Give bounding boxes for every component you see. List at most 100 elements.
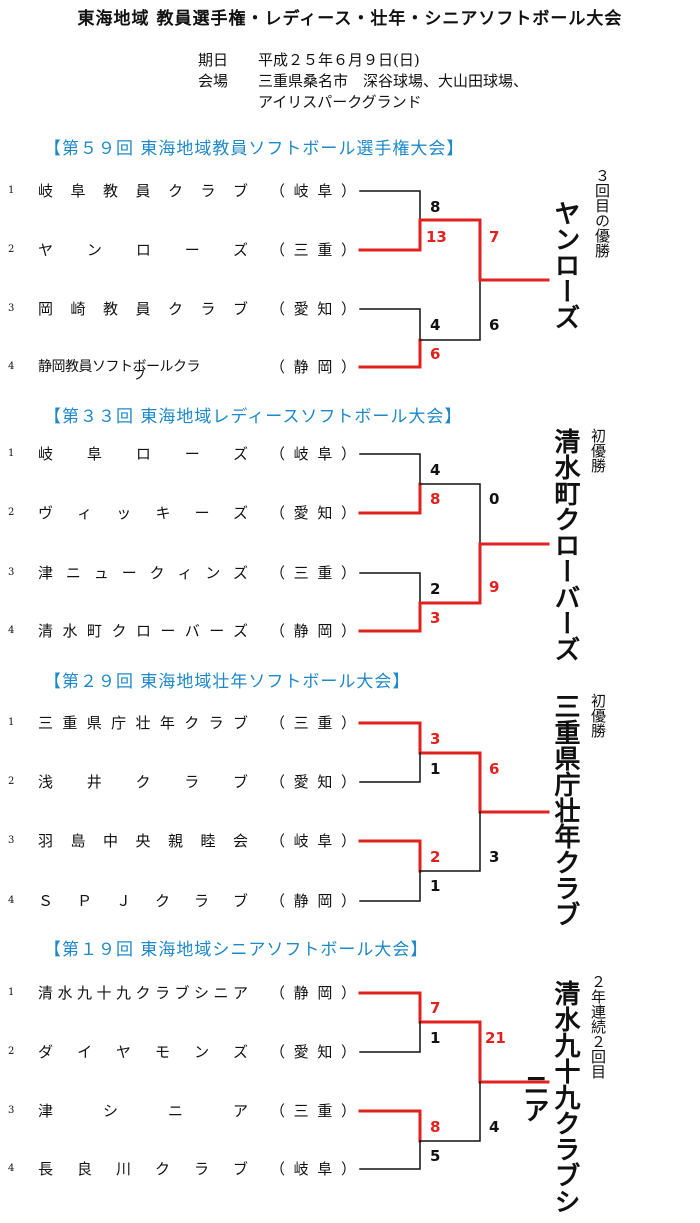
score-winner: 8 [430, 1118, 441, 1136]
score: 1 [430, 1029, 441, 1047]
score: 0 [489, 490, 500, 508]
champion-note: 初優勝 [589, 693, 607, 738]
date-row: 期日 平成２５年６月９日(日) [198, 50, 528, 71]
tournament-heading: 【第１９回 東海地域シニアソフトボール大会】 [44, 940, 429, 960]
team-prefecture: （三重） [270, 714, 356, 732]
team-prefecture: （静岡） [270, 622, 356, 640]
tournament-heading: 【第５９回 東海地域教員ソフトボール選手権大会】 [44, 139, 465, 159]
team-prefecture: （愛知） [270, 504, 356, 522]
score-winner: 7 [489, 228, 500, 246]
team-name: 長良川クラブ [38, 1160, 248, 1178]
bracket-line [358, 721, 550, 814]
team-prefecture: （静岡） [270, 984, 356, 1002]
score: 8 [430, 198, 441, 216]
bracket-line [359, 870, 421, 902]
team-name: 清水町クローバーズ [38, 622, 248, 640]
score-winner: 3 [430, 609, 441, 627]
team-prefecture: （静岡） [270, 358, 356, 376]
score-winner: 9 [489, 578, 500, 596]
team-name: 羽島中央親睦会 [38, 832, 248, 850]
venue-row-2: アイリスパークグランド [198, 92, 528, 113]
seed-number: 1 [8, 717, 15, 728]
team-prefecture: （岐阜） [270, 445, 356, 463]
venue-value-2: アイリスパークグランド [258, 93, 422, 111]
bracket-line [359, 1021, 421, 1053]
team-name: ヤンローズ [38, 241, 248, 259]
seed-number: 1 [8, 987, 15, 998]
score: 6 [489, 316, 500, 334]
team-row: 3 岡崎教員クラブ （愛知） [8, 298, 356, 320]
team-name: ダイヤモンズ [38, 1043, 248, 1061]
team-name: 清水九十九クラブシニア [38, 984, 248, 1002]
team-row: 1 三重県庁壮年クラブ （三重） [8, 712, 356, 734]
score: 4 [430, 316, 441, 334]
team-name: 岐阜ローズ [38, 445, 248, 463]
champion-name: ヤンローズ [550, 200, 580, 330]
bracket-line [419, 1081, 481, 1142]
team-prefecture: （三重） [270, 564, 356, 582]
champion-name: 清水町クローバーズ [550, 428, 580, 662]
venue-row: 会場 三重県桑名市 深谷球場、大山田球場、 [198, 71, 528, 92]
team-name: 岡崎教員クラブ [38, 300, 248, 318]
seed-number: 3 [8, 835, 15, 846]
venue-value: 三重県桑名市 深谷球場、大山田球場、 [258, 72, 529, 90]
score: 1 [430, 877, 441, 895]
page-title: 東海地域 教員選手権・レディース・壮年・シニアソフトボール大会 [77, 9, 623, 29]
tournament-heading: 【第２９回 東海地域壮年ソフトボール大会】 [44, 672, 411, 692]
bracket-line [358, 991, 550, 1084]
score-winner: 7 [430, 999, 441, 1017]
team-prefecture: （岐阜） [270, 182, 356, 200]
date-value: 平成２５年６月９日(日) [258, 51, 420, 69]
team-prefecture: （愛知） [270, 773, 356, 791]
bracket-line [358, 338, 422, 369]
team-prefecture: （三重） [270, 1102, 356, 1120]
bracket-line [358, 482, 422, 515]
venue-label: 会場 [198, 72, 229, 90]
tournament-heading: 【第３３回 東海地域レディースソフトボール大会】 [44, 407, 463, 427]
score-winner: 2 [430, 848, 441, 866]
team-name: 三重県庁壮年クラブ [38, 714, 248, 732]
team-row: 1 清水九十九クラブシニア （静岡） [8, 982, 356, 1004]
team-prefecture: （岐阜） [270, 832, 356, 850]
team-name: ＳＰＪクラブ [38, 892, 248, 910]
seed-number: 4 [8, 895, 15, 906]
bracket-line [359, 752, 421, 783]
champion-note: ３回目の優勝 [593, 168, 611, 258]
score-winner: 8 [430, 490, 441, 508]
date-label: 期日 [198, 51, 229, 69]
score-winner: 13 [426, 228, 447, 246]
bracket-line [359, 1140, 421, 1170]
score-winner: 21 [485, 1029, 506, 1047]
score: 3 [489, 848, 500, 866]
champion-name: 三重県庁壮年クラブ [550, 693, 580, 927]
team-prefecture: （岐阜） [270, 1160, 356, 1178]
score: 5 [430, 1147, 441, 1165]
bracket-line [358, 839, 422, 873]
score: 4 [489, 1118, 500, 1136]
seed-number: 2 [8, 507, 15, 518]
score-winner: 6 [430, 345, 441, 363]
seed-number: 3 [8, 1105, 15, 1116]
seed-number: 3 [8, 303, 15, 314]
bracket-line [419, 811, 481, 872]
team-prefecture: （愛知） [270, 300, 356, 318]
team-row: 2 ヴィッキーズ （愛知） [8, 502, 356, 524]
bracket-line [358, 1109, 422, 1143]
team-name-overflow: ブ [133, 368, 147, 383]
seed-number: 4 [8, 625, 15, 636]
team-name: ヴィッキーズ [38, 504, 248, 522]
bracket-line [419, 483, 481, 545]
score-winner: 6 [489, 760, 500, 778]
team-prefecture: （愛知） [270, 1043, 356, 1061]
bracket-line [359, 453, 421, 485]
team-name: 津シニア [38, 1102, 248, 1120]
team-name: 津ニュークィンズ [38, 564, 248, 582]
